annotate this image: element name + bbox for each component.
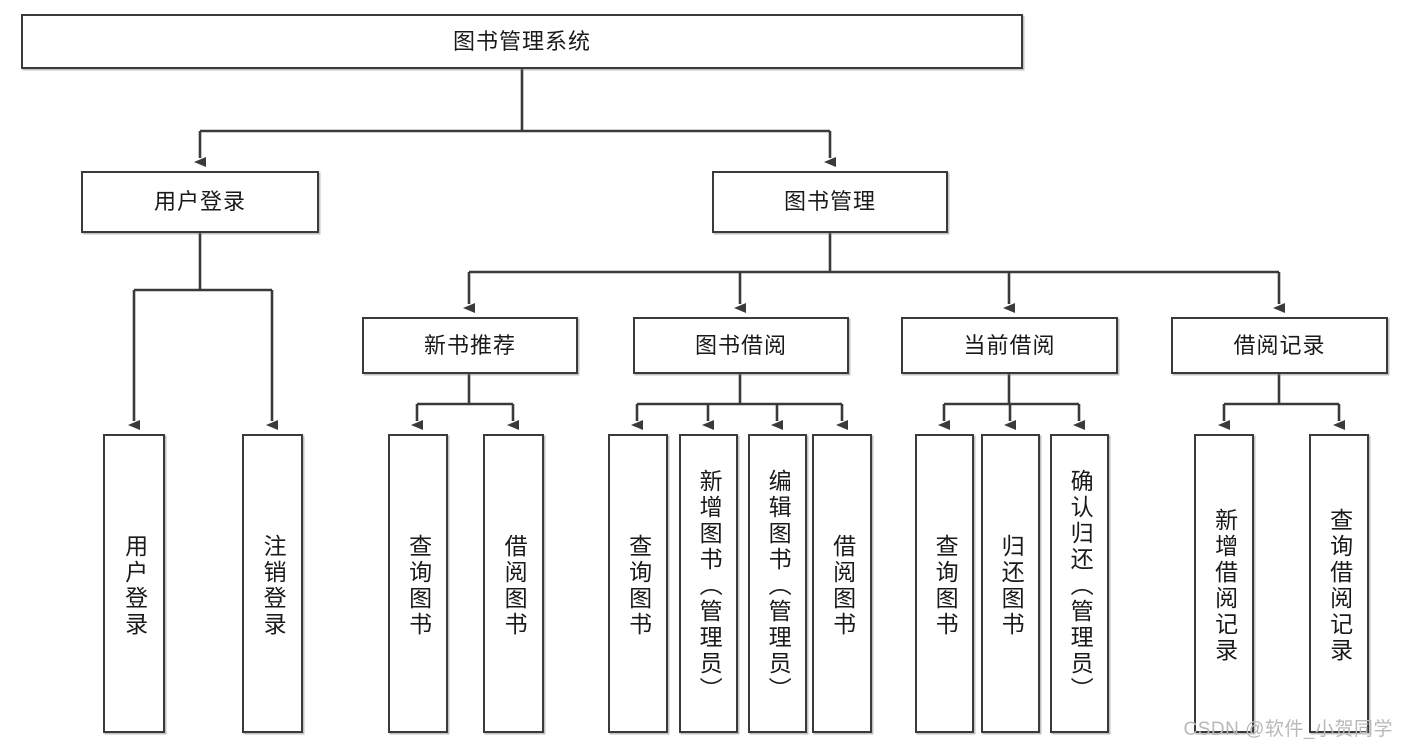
node-leaf-confirm-return[interactable]: 确认归还（管理员） [1050, 434, 1109, 733]
node-current-borrow[interactable]: 当前借阅 [901, 317, 1118, 374]
node-leaf-user-logout[interactable]: 注销登录 [242, 434, 303, 733]
node-borrow-record-label: 借阅记录 [1233, 332, 1326, 358]
node-leaf-borrow-book-1-label: 借阅图书 [501, 533, 528, 638]
node-leaf-return-book-label: 归还图书 [998, 533, 1025, 638]
node-root[interactable]: 图书管理系统 [21, 14, 1023, 69]
node-leaf-query-book-1[interactable]: 查询图书 [388, 434, 448, 733]
node-leaf-user-logout-label: 注销登录 [260, 533, 287, 638]
node-book-borrow[interactable]: 图书借阅 [633, 317, 849, 374]
node-leaf-borrow-book-2[interactable]: 借阅图书 [812, 434, 872, 733]
csdn-watermark: CSDN @软件_小贺同学 [1183, 719, 1393, 740]
node-leaf-query-book-2[interactable]: 查询图书 [608, 434, 668, 733]
node-user-login-label: 用户登录 [153, 189, 246, 215]
node-new-book-recommend[interactable]: 新书推荐 [362, 317, 578, 374]
node-leaf-return-book[interactable]: 归还图书 [981, 434, 1040, 733]
node-leaf-query-book-3[interactable]: 查询图书 [915, 434, 974, 733]
node-user-login[interactable]: 用户登录 [81, 171, 319, 233]
node-current-borrow-label: 当前借阅 [963, 332, 1056, 358]
node-new-book-recommend-label: 新书推荐 [423, 332, 516, 358]
node-leaf-query-book-1-label: 查询图书 [405, 533, 432, 638]
node-leaf-borrow-book-2-label: 借阅图书 [829, 533, 856, 638]
node-book-borrow-label: 图书借阅 [694, 332, 787, 358]
node-leaf-add-book-label: 新增图书（管理员） [696, 468, 723, 703]
node-leaf-query-record[interactable]: 查询借阅记录 [1309, 434, 1369, 733]
node-leaf-user-login-label: 用户登录 [121, 533, 148, 638]
node-root-label: 图书管理系统 [452, 28, 591, 54]
node-leaf-user-login[interactable]: 用户登录 [103, 434, 165, 733]
node-leaf-confirm-return-label: 确认归还（管理员） [1067, 468, 1094, 703]
node-leaf-edit-book-label: 编辑图书（管理员） [765, 468, 792, 703]
node-leaf-add-record-label: 新增借阅记录 [1211, 507, 1238, 664]
node-book-manage-label: 图书管理 [783, 189, 876, 215]
node-leaf-query-book-2-label: 查询图书 [625, 533, 652, 638]
node-leaf-add-book[interactable]: 新增图书（管理员） [679, 434, 738, 733]
node-leaf-add-record[interactable]: 新增借阅记录 [1194, 434, 1254, 733]
node-leaf-borrow-book-1[interactable]: 借阅图书 [483, 434, 544, 733]
node-leaf-edit-book[interactable]: 编辑图书（管理员） [748, 434, 807, 733]
node-borrow-record[interactable]: 借阅记录 [1171, 317, 1388, 374]
node-leaf-query-book-3-label: 查询图书 [932, 533, 959, 638]
node-book-manage[interactable]: 图书管理 [712, 171, 948, 233]
node-leaf-query-record-label: 查询借阅记录 [1326, 507, 1353, 664]
